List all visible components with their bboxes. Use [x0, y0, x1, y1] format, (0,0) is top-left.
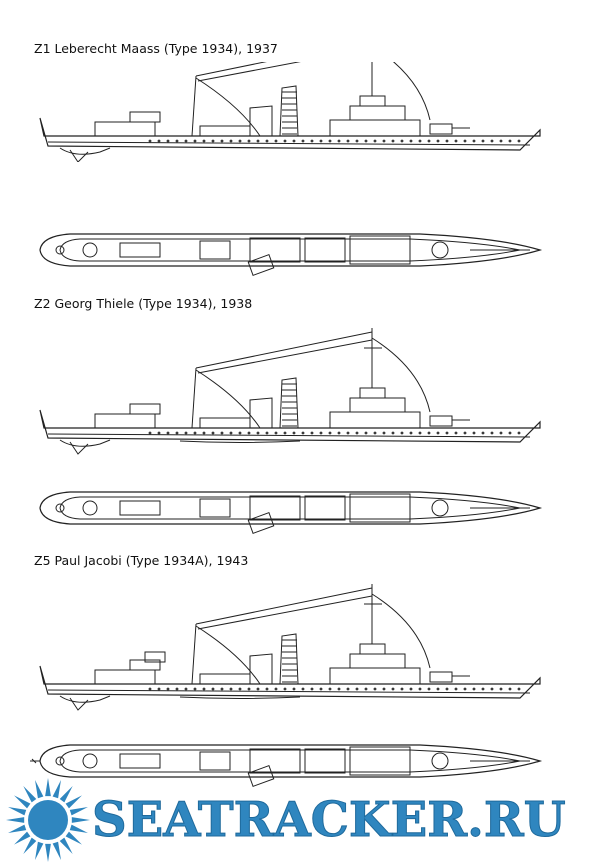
profile-drawing-z1 — [39, 62, 541, 162]
profile-drawing-z2 — [39, 328, 541, 455]
watermark-logo: SEATRACKER.RU — [6, 778, 566, 862]
plan-drawing-z5 — [30, 744, 543, 787]
ship-caption-z5: Z5 Paul Jacobi (Type 1934A), 1943 — [34, 553, 249, 568]
ship-caption-z2: Z2 Georg Thiele (Type 1934), 1938 — [34, 296, 253, 311]
ship-caption-z1: Z1 Leberecht Maass (Type 1934), 1937 — [34, 41, 278, 56]
sun-icon — [6, 778, 90, 862]
profile-drawing-z5 — [39, 584, 541, 711]
plan-drawing-z2 — [39, 491, 543, 534]
plan-drawing-z1 — [39, 233, 543, 276]
watermark-text: SEATRACKER.RU — [92, 792, 566, 848]
